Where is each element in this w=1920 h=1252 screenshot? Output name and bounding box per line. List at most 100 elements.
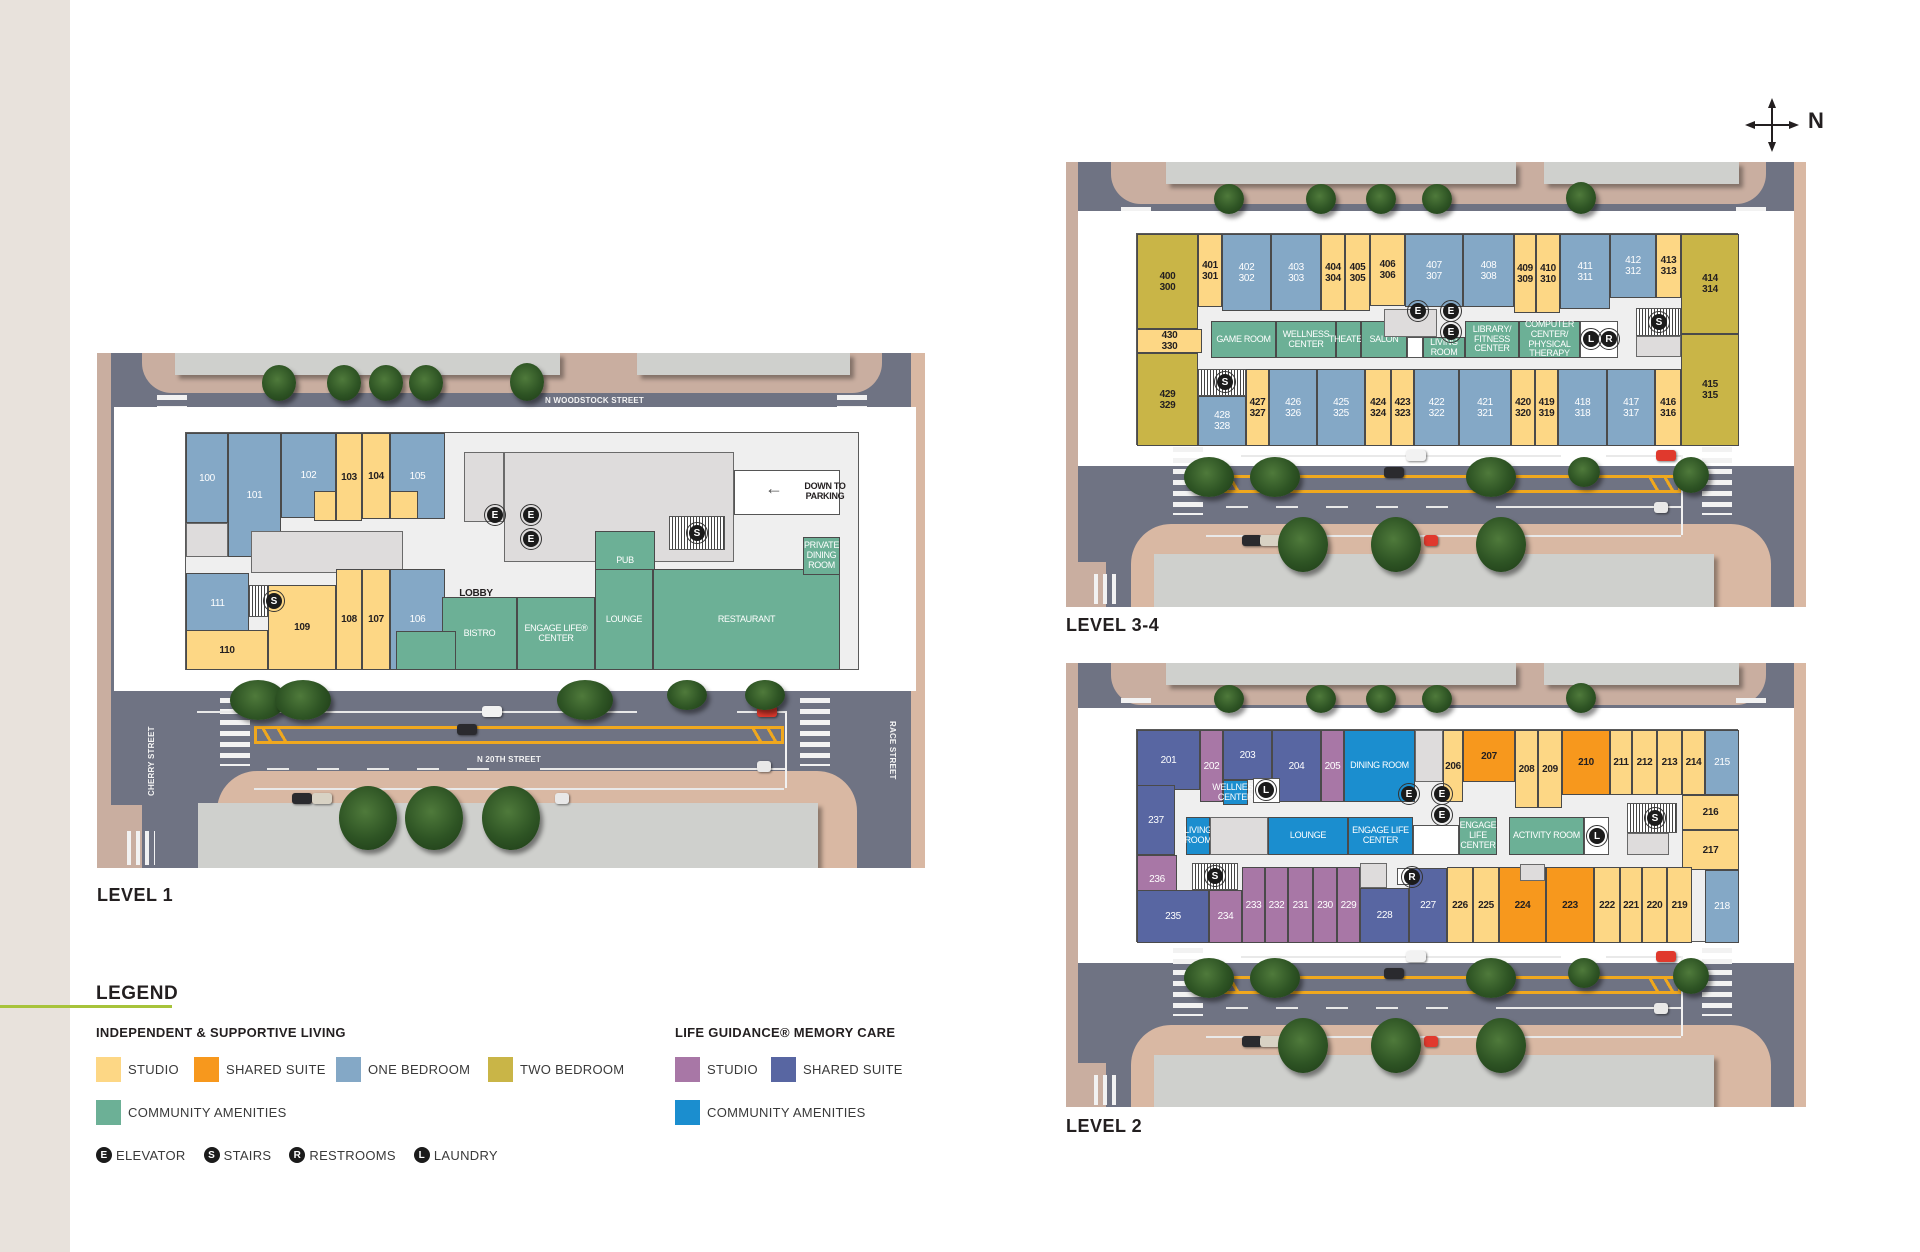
room-413: 413 313 (1656, 234, 1681, 298)
elevator-icon: E (520, 504, 542, 526)
level-1-label: LEVEL 1 (97, 885, 174, 905)
legend-item-mc-shared-suite: SHARED SUITE (771, 1057, 903, 1082)
compass-north-label: N (1808, 108, 1824, 133)
room-107: 107 (362, 569, 390, 670)
room-amenity (396, 631, 456, 670)
room-activity-room: ACTIVITY ROOM (1509, 817, 1584, 855)
room-411: 411 311 (1560, 234, 1610, 309)
laundry-icon: L (1580, 328, 1602, 350)
legend-heading-isl: INDEPENDENT & SUPPORTIVE LIVING (96, 1025, 346, 1040)
room-422: 422 322 (1414, 369, 1459, 446)
room-419: 419 319 (1535, 369, 1558, 446)
room-420: 420 320 (1511, 369, 1535, 446)
street-label-east: RACE STREET (888, 721, 897, 780)
room-214: 214 (1682, 730, 1705, 795)
room-213: 213 (1657, 730, 1682, 795)
elevator-icon: E (96, 1147, 112, 1163)
swatch-one-bedroom (336, 1057, 361, 1082)
restroom-icon: R (1401, 866, 1423, 888)
room-lobby: LOBBY (459, 587, 493, 599)
room-428: 428 328 (1198, 396, 1246, 446)
room-110: 110 (186, 630, 268, 670)
room-207: 207 (1463, 730, 1515, 782)
room-230: 230 (1313, 867, 1337, 943)
legend-item-isl-shared-suite: SHARED SUITE (194, 1057, 326, 1082)
laundry-icon: L (1586, 825, 1608, 847)
stairs-icon: S (1644, 807, 1666, 829)
room-206: 206 (1443, 730, 1463, 802)
room-229: 229 (1337, 867, 1360, 943)
room-111: 111 (186, 573, 249, 633)
room-222: 222 (1594, 867, 1620, 943)
elevator-icon: E (520, 528, 542, 550)
room-plain (1407, 337, 1423, 358)
legend-label: ONE BEDROOM (368, 1062, 471, 1077)
room-412: 412 312 (1610, 234, 1656, 298)
room-108: 108 (336, 569, 362, 670)
legend-item-mc-studio: STUDIO (675, 1057, 758, 1082)
room-233: 233 (1242, 867, 1265, 943)
room-409: 409 309 (1514, 234, 1536, 313)
legend-item-mc-community-amenities: COMMUNITY AMENITIES (675, 1100, 866, 1125)
elevator-icon: E (484, 504, 506, 526)
room-401: 401 301 (1198, 234, 1222, 307)
room-403: 403 303 (1271, 234, 1321, 311)
room-204: 204 (1272, 730, 1321, 802)
room-104: 104 (362, 433, 390, 519)
room-414: 414 314 (1681, 234, 1739, 334)
elevator-icon: E (1440, 321, 1462, 343)
room-408: 408 308 (1463, 234, 1514, 307)
room-209: 209 (1538, 730, 1562, 808)
room-stairwell (1198, 369, 1246, 396)
laundry-icon: L (1255, 779, 1277, 801)
room-216: 216 (1682, 795, 1739, 830)
room-219: 219 (1667, 867, 1692, 943)
level-2-label: LEVEL 2 (1066, 1116, 1143, 1136)
room-201: 201 (1137, 730, 1200, 790)
legend-item-isl-one-bedroom: ONE BEDROOM (336, 1057, 470, 1082)
restrooms-icon: R (289, 1147, 306, 1163)
room-restaurant: RESTAURANT (653, 569, 840, 670)
room-220: 220 (1642, 867, 1667, 943)
room-402: 402 302 (1222, 234, 1271, 311)
room-stairwell (1627, 803, 1677, 833)
legend-label: COMMUNITY AMENITIES (128, 1105, 287, 1120)
elevator-icon: E (1431, 804, 1453, 826)
elevator-icon: E (1407, 300, 1429, 322)
street-label-west: CHERRY STREET (147, 726, 156, 796)
legend-label: SHARED SUITE (226, 1062, 326, 1077)
room-405: 405 305 (1345, 234, 1370, 311)
legend-heading-memory-care: LIFE GUIDANCE® MEMORY CARE (675, 1025, 896, 1040)
room-211: 211 (1610, 730, 1632, 795)
elevator-icon: E (1440, 300, 1462, 322)
room-237: 237 (1137, 785, 1175, 855)
room-100: 100 (186, 433, 228, 523)
stairs-icon: S (1204, 865, 1226, 887)
room-studio (390, 491, 418, 519)
room-plain (1413, 825, 1459, 855)
restroom-icon: R (1598, 328, 1620, 350)
room-game-room: GAME ROOM (1211, 321, 1276, 358)
street-label-south: N 20TH STREET (477, 755, 541, 764)
swatch-two-bedroom (488, 1057, 513, 1082)
stairs-icon: S (203, 1147, 220, 1163)
room-service (251, 531, 403, 573)
stairs-icon: S (1648, 311, 1670, 333)
room-103: 103 (336, 433, 362, 521)
room-226: 226 (1447, 867, 1473, 943)
room-212: 212 (1632, 730, 1657, 795)
room-202: 202 (1200, 730, 1223, 802)
legend-label: TWO BEDROOM (520, 1062, 625, 1077)
swatch-studio (96, 1057, 121, 1082)
legend-item-isl-two-bedroom: TWO BEDROOM (488, 1057, 624, 1082)
street-label-north: N WOODSTOCK STREET (545, 396, 645, 405)
swatch-mc-studio (675, 1057, 700, 1082)
room-217: 217 (1682, 830, 1739, 870)
room-417: 417 317 (1607, 369, 1655, 446)
elevator-icon: E (1431, 783, 1453, 805)
room-208: 208 (1515, 730, 1538, 808)
